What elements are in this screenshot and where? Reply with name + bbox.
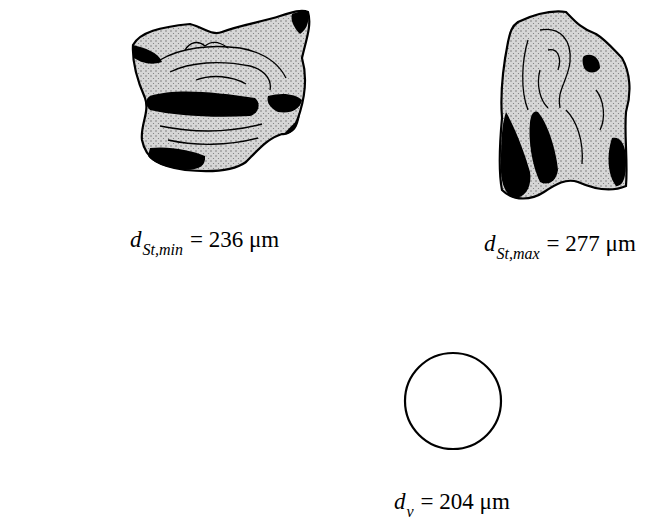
diameter-label-max: dSt,max= 277 μm	[484, 230, 636, 258]
volume-equivalent-circle	[405, 353, 501, 449]
diameter-label-volume: dv= 204 μm	[394, 488, 510, 516]
diameter-symbol: d	[130, 227, 142, 252]
diameter-subscript: St,max	[497, 245, 540, 262]
diameter-label-min: dSt,min= 236 μm	[130, 226, 279, 254]
diameter-value: = 236 μm	[190, 227, 279, 252]
particle-min	[133, 11, 309, 171]
diameter-value: = 277 μm	[547, 231, 636, 256]
particle-max	[500, 11, 630, 198]
diameter-subscript: v	[407, 503, 414, 520]
diameter-subscript: St,min	[143, 241, 183, 258]
diameter-value: = 204 μm	[421, 489, 510, 514]
diameter-symbol: d	[394, 489, 406, 514]
diameter-symbol: d	[484, 231, 496, 256]
